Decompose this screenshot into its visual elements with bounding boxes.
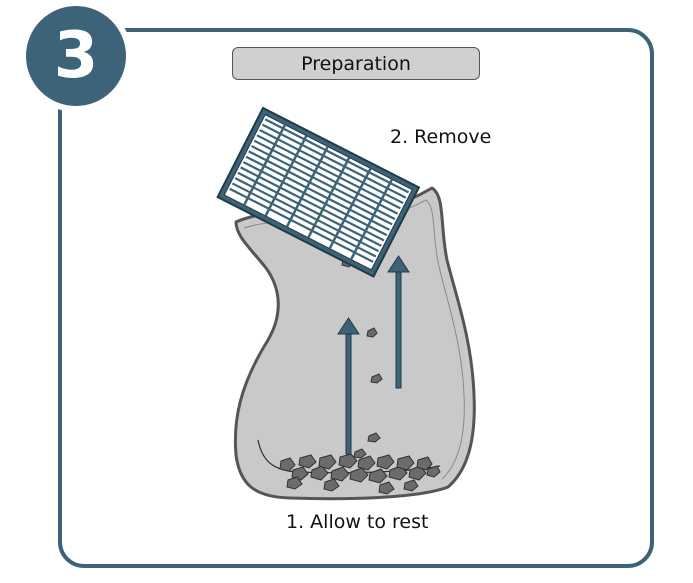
label-remove: 2. Remove [390, 126, 492, 148]
label-allow-to-rest: 1. Allow to rest [286, 511, 429, 533]
step-number-badge: 3 [20, 0, 132, 112]
step-number: 3 [53, 19, 99, 93]
filter-cartridge-icon [216, 106, 421, 278]
title-box: Preparation [232, 47, 480, 80]
page-title: Preparation [301, 52, 411, 75]
sediment-icon [279, 256, 441, 495]
up-arrow-icon [337, 255, 410, 455]
